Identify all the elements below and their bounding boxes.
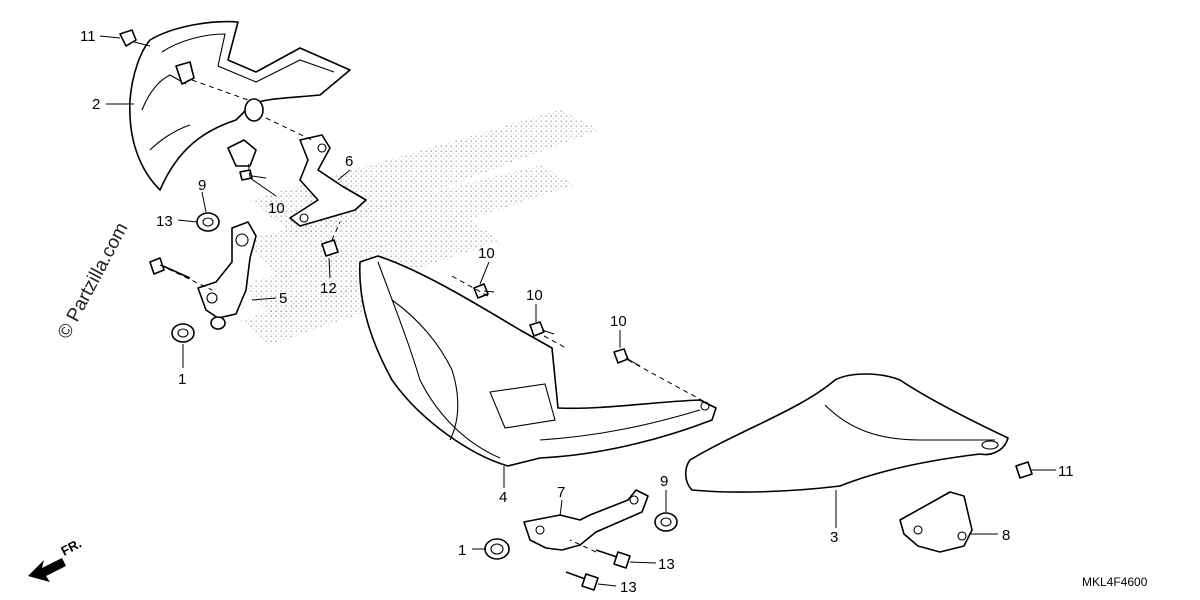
part-8-bracket	[899, 491, 973, 553]
callout-10-a: 10	[268, 200, 285, 217]
callout-10-d: 10	[610, 313, 627, 330]
nut-12	[321, 239, 339, 257]
bolt-13-left	[149, 257, 191, 279]
callout-3: 3	[830, 529, 838, 546]
bolt-11-right	[1015, 461, 1046, 479]
callout-2: 2	[92, 96, 100, 113]
part-3-lower-panel	[684, 373, 1009, 493]
screw-10-a	[239, 169, 267, 181]
callout-10-c: 10	[526, 287, 543, 304]
screw-10-d	[613, 348, 641, 367]
screw-10-c	[529, 321, 555, 337]
diagram-code: MKL4F4600	[1082, 575, 1148, 589]
callout-10-b: 10	[478, 245, 495, 262]
assembly-lines	[159, 79, 706, 553]
part-6-stay	[289, 134, 367, 227]
callout-12: 12	[320, 280, 337, 297]
callout-labels: 11 2 9 13 10 6 5 12 1 10 10 10 4 7 9 3 1…	[80, 28, 1074, 596]
watermark: © Partzilla.com	[54, 219, 133, 342]
callout-11-right: 11	[1058, 463, 1074, 480]
callout-9-left: 9	[198, 177, 206, 194]
part-5-bracket	[197, 221, 257, 330]
front-direction-indicator: FR.	[28, 536, 84, 582]
callout-1-lower: 1	[458, 542, 466, 559]
callout-7: 7	[557, 484, 565, 501]
grommet-9-lower	[654, 512, 678, 532]
callout-6: 6	[345, 153, 353, 170]
bolt-11-top	[119, 29, 151, 47]
screw-10-b	[473, 283, 495, 299]
callout-9-lower: 9	[660, 473, 668, 490]
bolt-13-lower-a	[595, 549, 631, 569]
part-7-lower-stay	[523, 489, 649, 551]
arrow-left-icon	[28, 558, 66, 582]
callout-13-lower-a: 13	[658, 556, 675, 573]
part-4-under-cowl	[358, 255, 717, 467]
direction-label: FR.	[58, 536, 84, 559]
callout-13-left: 13	[156, 213, 173, 230]
callout-8: 8	[1002, 527, 1010, 544]
callout-13-lower-b: 13	[620, 579, 637, 596]
grommet-1-lower	[484, 538, 510, 560]
grommet-1-left	[171, 323, 195, 343]
leader-lines	[99, 35, 1056, 587]
callout-4: 4	[499, 489, 507, 506]
part-2-side-cowl	[128, 20, 351, 191]
bolt-13-lower-b	[565, 571, 599, 591]
callout-1-left: 1	[178, 371, 186, 388]
callout-5: 5	[279, 290, 287, 307]
grommet-9-left	[196, 212, 220, 232]
callout-11-top: 11	[80, 28, 96, 45]
